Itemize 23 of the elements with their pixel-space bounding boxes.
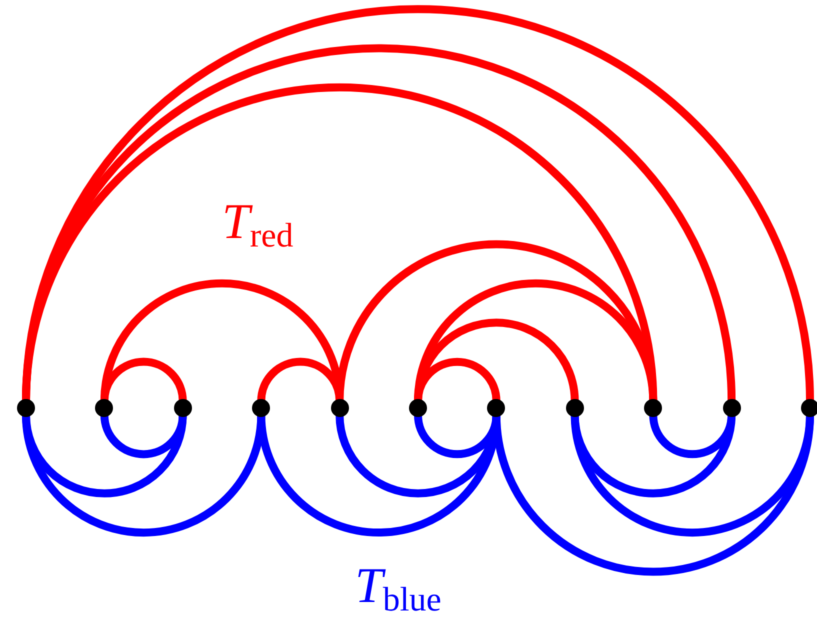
vertex-dot [17, 399, 35, 417]
arc [649, 414, 736, 458]
tree-label: T$_{blue}$ [355, 560, 442, 618]
arc [22, 44, 736, 402]
arc [414, 280, 658, 402]
arc [22, 84, 658, 402]
arc [570, 414, 814, 536]
vertex-dot [95, 399, 114, 417]
vertex-dot [487, 399, 506, 417]
vertex-dot [644, 399, 662, 417]
vertex-dot [330, 399, 349, 417]
vertex-dot [566, 399, 584, 417]
vertex-dot [409, 399, 427, 417]
tree-label: T$_{red}$ [222, 196, 294, 254]
vertex-dot [801, 399, 817, 417]
arc [22, 6, 814, 402]
arc [414, 358, 500, 402]
vertex-dot [174, 399, 192, 417]
vertex-dot [252, 399, 270, 417]
arc [492, 414, 814, 576]
arc [570, 414, 736, 498]
arc [414, 318, 579, 402]
vertex-dot [722, 399, 741, 417]
